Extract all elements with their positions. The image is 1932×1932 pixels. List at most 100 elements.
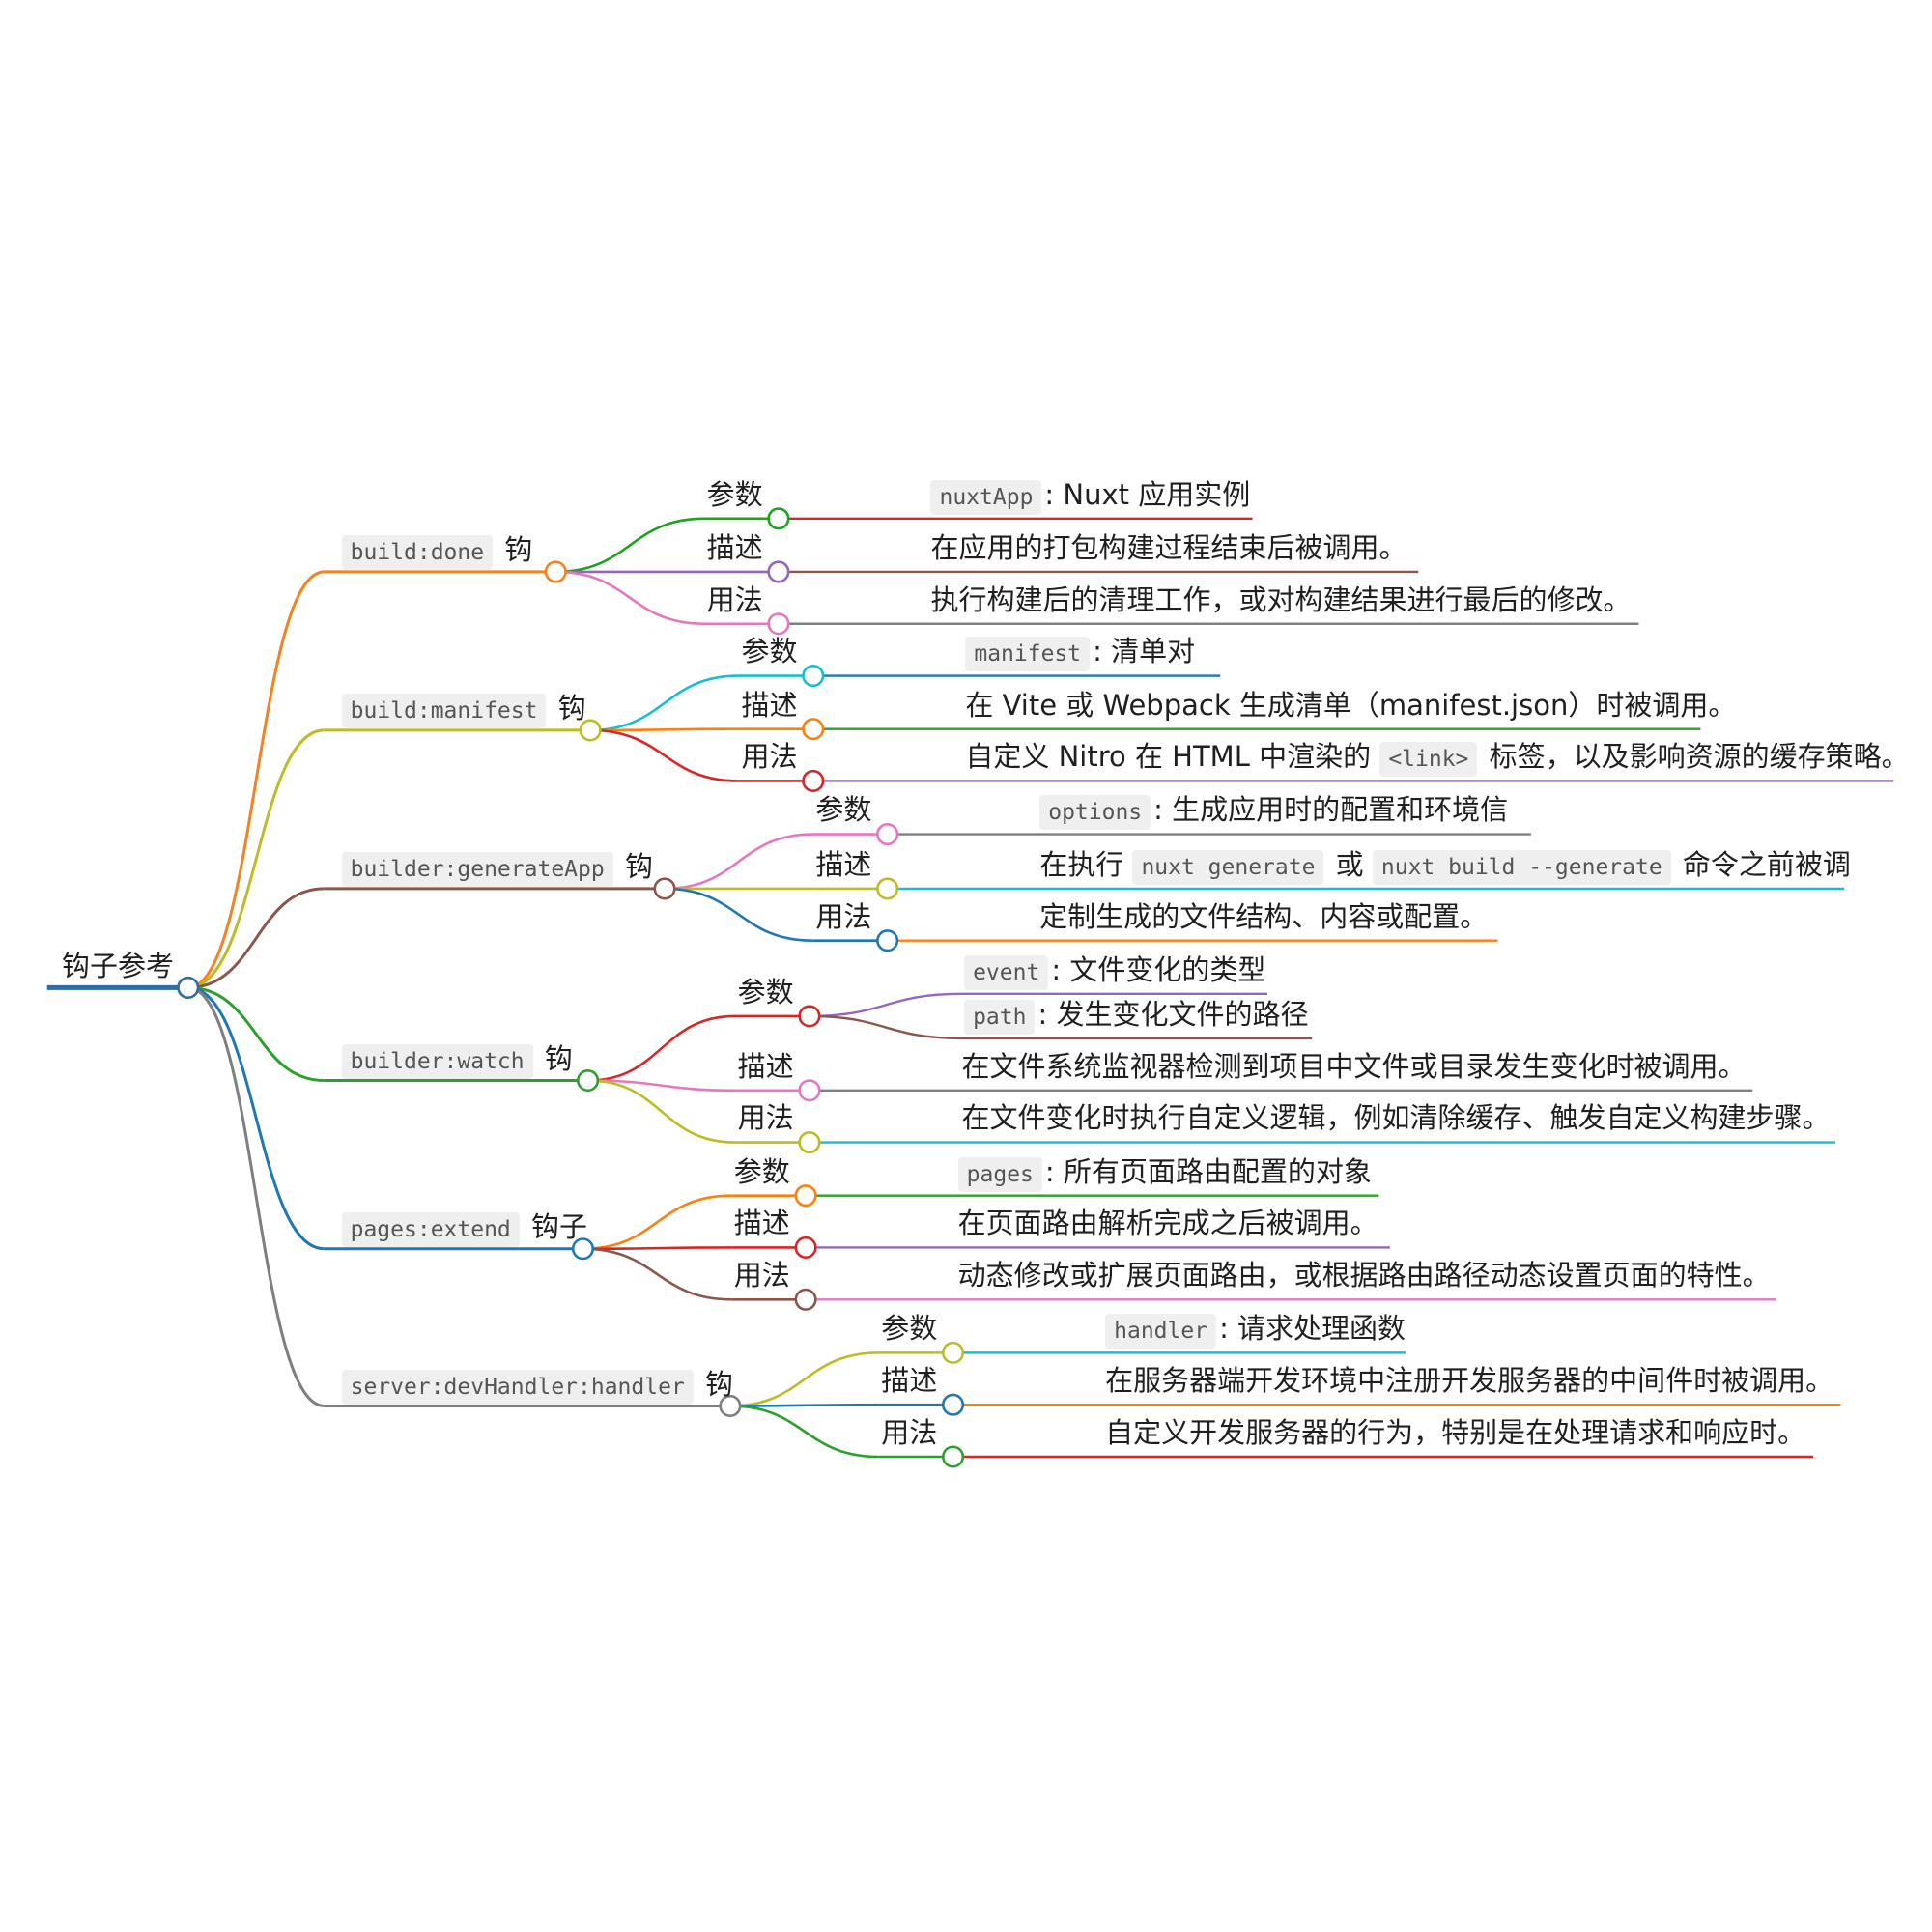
leaf-text: 在页面路由解析完成之后被调用。 [958, 1206, 1378, 1240]
item-node-4-0[interactable] [794, 1184, 817, 1208]
item-branch-1-2 [590, 728, 739, 782]
code-chip: nuxtApp [930, 479, 1042, 515]
item-branch-3-1 [587, 1079, 736, 1093]
item-branch-4-0 [582, 1194, 732, 1251]
hook-label-2: builder:generateApp 钩 [341, 849, 653, 888]
item-branch-2-2 [665, 887, 813, 943]
hook-suffix: 钩 [504, 533, 533, 567]
item-node-5-0[interactable] [941, 1341, 965, 1364]
code-chip: builder:generateApp [341, 852, 613, 888]
item-label-用法: 用法 [706, 582, 763, 616]
item-node-4-2[interactable] [794, 1288, 817, 1311]
code-chip: server:devHandler:handler [341, 1369, 694, 1405]
item-label-用法: 用法 [741, 740, 798, 774]
item-node-3-2[interactable] [798, 1131, 821, 1154]
item-node-1-1[interactable] [802, 718, 825, 741]
item-branch-3-0 [587, 1014, 736, 1082]
item-label-用法: 用法 [815, 899, 872, 933]
item-node-3-0[interactable] [798, 1005, 821, 1028]
item-branch-2-0 [665, 833, 813, 891]
item-node-1-0[interactable] [802, 665, 825, 688]
code-chip: event [964, 954, 1049, 990]
text-segment [696, 1368, 705, 1401]
text-segment: 或 [1326, 847, 1373, 881]
code-chip: nuxt build --generate [1372, 849, 1671, 885]
item-branch-5-0 [729, 1351, 879, 1407]
text-segment: : Nuxt 应用实例 [1044, 477, 1251, 511]
item-node-1-2[interactable] [802, 769, 825, 793]
item-node-5-2[interactable] [941, 1445, 965, 1468]
code-chip: build:manifest [341, 694, 547, 729]
hook-branch-2 [187, 887, 325, 989]
item-label-描述: 描述 [881, 1364, 938, 1398]
hook-node-3[interactable] [577, 1068, 600, 1093]
item-label-参数: 参数 [741, 635, 798, 668]
leaf-text: manifest: 清单对 [965, 634, 1196, 672]
leaf-text: 在执行 nuxt generate 或 nuxt build --generat… [1039, 847, 1851, 885]
text-segment [549, 692, 557, 724]
hook-label-3: builder:watch 钩 [341, 1041, 573, 1079]
item-label-参数: 参数 [733, 1154, 790, 1188]
leaf-text: 在 Vite 或 Webpack 生成清单（manifest.json）时被调用… [965, 688, 1736, 723]
code-chip: builder:watch [341, 1043, 533, 1079]
code-chip: <link> [1379, 742, 1478, 778]
item-node-0-1[interactable] [767, 560, 790, 583]
item-node-3-1[interactable] [798, 1079, 821, 1102]
item-node-2-0[interactable] [876, 822, 899, 846]
leaf-text: nuxtApp: Nuxt 应用实例 [930, 477, 1250, 515]
text-segment: 在页面路由解析完成之后被调用。 [957, 1207, 1378, 1240]
text-segment: 在文件变化时执行自定义逻辑，例如清除缓存、触发自定义构建步骤。 [961, 1101, 1831, 1135]
code-chip: pages [957, 1156, 1042, 1192]
item-label-参数: 参数 [815, 793, 872, 827]
leaf-text: event: 文件变化的类型 [964, 952, 1265, 990]
hook-suffix: 钩 [544, 1041, 573, 1075]
item-node-0-2[interactable] [767, 612, 790, 636]
item-label-描述: 描述 [737, 1049, 794, 1083]
hook-node-1[interactable] [579, 719, 602, 742]
text-segment: 在服务器端开发环境中注册开发服务器的中间件时被调用。 [1105, 1364, 1834, 1398]
item-node-4-1[interactable] [794, 1236, 817, 1260]
hook-branch-1 [187, 728, 325, 989]
item-label-用法: 用法 [737, 1101, 794, 1135]
leaf-text: 动态修改或扩展页面路由，或根据路由路径动态设置页面的特性。 [958, 1258, 1771, 1293]
leaf-text: pages: 所有页面路由配置的对象 [957, 1154, 1372, 1192]
hook-node-5[interactable] [719, 1394, 742, 1418]
leaf-text: options: 生成应用时的配置和环境信 [1039, 792, 1509, 831]
item-branch-1-0 [590, 674, 739, 732]
code-chip: options [1039, 795, 1151, 831]
hook-node-0[interactable] [544, 560, 567, 583]
hook-label-4: pages:extend 钩子 [341, 1209, 588, 1248]
item-label-参数: 参数 [881, 1312, 938, 1346]
item-label-描述: 描述 [815, 847, 872, 881]
hook-suffix: 钩 [624, 850, 653, 884]
leaf-text: 定制生成的文件结构、内容或配置。 [1039, 899, 1488, 934]
hook-node-4[interactable] [571, 1237, 595, 1261]
text-segment [536, 1042, 545, 1075]
root-node[interactable] [177, 976, 200, 999]
item-node-2-2[interactable] [876, 929, 899, 952]
code-chip: path [964, 999, 1036, 1035]
item-node-5-1[interactable] [941, 1393, 965, 1416]
hook-branch-3 [187, 985, 325, 1083]
hook-suffix: 钩 [557, 692, 586, 725]
text-segment: 在应用的打包构建过程结束后被调用。 [930, 530, 1407, 564]
item-branch-0-0 [555, 517, 705, 574]
text-segment: : 文件变化的类型 [1051, 952, 1266, 986]
hook-node-2[interactable] [653, 877, 676, 900]
text-segment: 命令之前被调 [1673, 847, 1851, 881]
item-node-0-0[interactable] [767, 507, 790, 530]
hook-suffix: 钩子 [531, 1210, 588, 1244]
text-segment: 标签，以及影响资源的缓存策略。 [1480, 740, 1910, 774]
hook-branch-4 [187, 985, 325, 1251]
code-chip: build:done [341, 535, 494, 571]
item-label-描述: 描述 [741, 688, 798, 722]
code-chip: handler [1105, 1314, 1217, 1350]
leaf-text: 在应用的打包构建过程结束后被调用。 [930, 530, 1406, 565]
text-segment: : 生成应用时的配置和环境信 [1153, 793, 1509, 827]
leaf-text: 自定义 Nitro 在 HTML 中渲染的 <link> 标签，以及影响资源的缓… [965, 739, 1910, 778]
leaf-text: 执行构建后的清理工作，或对构建结果进行最后的修改。 [930, 582, 1631, 617]
leaf-text: 在文件系统监视器检测到项目中文件或目录发生变化时被调用。 [962, 1049, 1747, 1084]
text-segment: : 清单对 [1093, 635, 1196, 668]
item-node-2-1[interactable] [876, 877, 899, 900]
